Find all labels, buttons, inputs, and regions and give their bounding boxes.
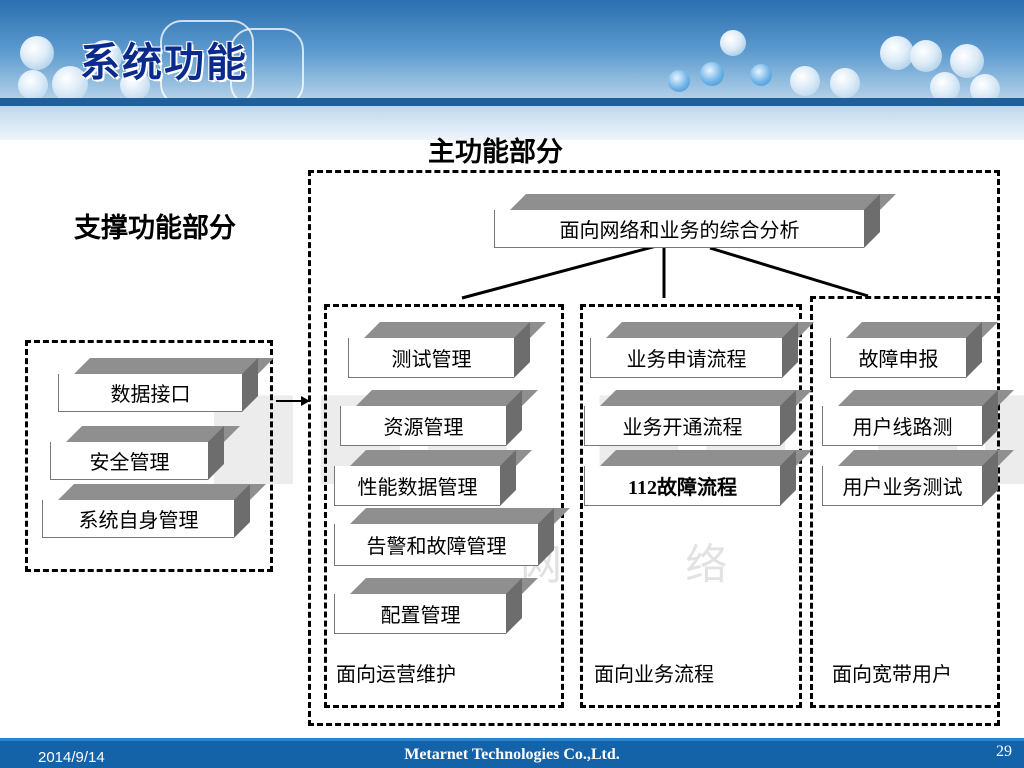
item-box: 用户线路测	[822, 390, 1014, 446]
decor-bubble	[20, 36, 54, 70]
decor-bubble	[120, 70, 150, 100]
item-box: 资源管理	[340, 390, 538, 446]
support-item-label: 数据接口	[58, 374, 242, 412]
column-caption-operations: 面向运营维护	[336, 662, 456, 686]
column-frame-business	[580, 304, 802, 708]
item-box: 业务申请流程	[590, 322, 814, 378]
decor-bubble	[720, 30, 746, 56]
slide-footer: 2014/9/14 Metarnet Technologies Co.,Ltd.…	[0, 738, 1024, 768]
item-label: 测试管理	[348, 338, 514, 378]
slide-header: 系统功能	[0, 0, 1024, 140]
item-box: 测试管理	[348, 322, 546, 378]
decor-bubble	[880, 36, 914, 70]
main-section-heading: 主功能部分	[428, 137, 563, 168]
item-label: 业务申请流程	[590, 338, 782, 378]
item-box: 性能数据管理	[334, 450, 532, 506]
item-box: 故障申报	[830, 322, 998, 378]
column-caption-broadband: 面向宽带用户	[832, 662, 952, 686]
item-label: 故障申报	[830, 338, 966, 378]
support-item-box: 系统自身管理	[42, 484, 266, 538]
decor-bubble	[668, 70, 690, 92]
support-item-label: 系统自身管理	[42, 500, 234, 538]
footer-company: Metarnet Technologies Co.,Ltd.	[404, 746, 620, 763]
column-frame-operations	[324, 304, 564, 708]
decor-bubble	[930, 72, 960, 102]
decor-bubble	[830, 68, 860, 98]
item-box: 配置管理	[334, 578, 538, 634]
analysis-box: 面向网络和业务的综合分析	[494, 194, 896, 248]
decor-bubble	[88, 40, 122, 74]
footer-date: 2014/9/14	[38, 749, 105, 766]
item-label: 112故障流程	[584, 466, 780, 506]
decor-bubble	[52, 66, 88, 102]
item-label: 业务开通流程	[584, 406, 780, 446]
decor-bubble	[790, 66, 820, 96]
support-item-label: 安全管理	[50, 442, 208, 480]
decor-bubble	[18, 70, 48, 100]
header-band	[0, 98, 1024, 106]
decor-bubble	[950, 44, 984, 78]
support-item-box: 数据接口	[58, 358, 274, 412]
item-label: 资源管理	[340, 406, 506, 446]
support-item-box: 安全管理	[50, 426, 240, 480]
item-box: 用户业务测试	[822, 450, 1014, 506]
item-label: 配置管理	[334, 594, 506, 634]
item-label: 用户业务测试	[822, 466, 982, 506]
slide-title: 系统功能	[80, 40, 248, 86]
item-box: 告警和故障管理	[334, 508, 570, 566]
item-label: 性能数据管理	[334, 466, 500, 506]
diagram: ▆▆▆ ▆▆ ▆▆ 网 络 主功能部分 支撑功能部分 面向网络和业务的综合分析 …	[0, 106, 1024, 738]
decor-bubble	[700, 62, 724, 86]
column-caption-business: 面向业务流程	[594, 662, 714, 686]
column-frame-broadband	[810, 296, 1000, 708]
page-number: 29	[996, 743, 1012, 760]
item-box: 112故障流程	[584, 450, 812, 506]
item-box: 业务开通流程	[584, 390, 812, 446]
decor-bubble	[750, 64, 772, 86]
support-section-frame	[25, 340, 273, 572]
support-section-heading: 支撑功能部分	[74, 213, 236, 244]
item-label: 用户线路测	[822, 406, 982, 446]
item-label: 告警和故障管理	[334, 524, 538, 566]
decor-bubble	[910, 40, 942, 72]
analysis-box-label: 面向网络和业务的综合分析	[494, 210, 864, 248]
